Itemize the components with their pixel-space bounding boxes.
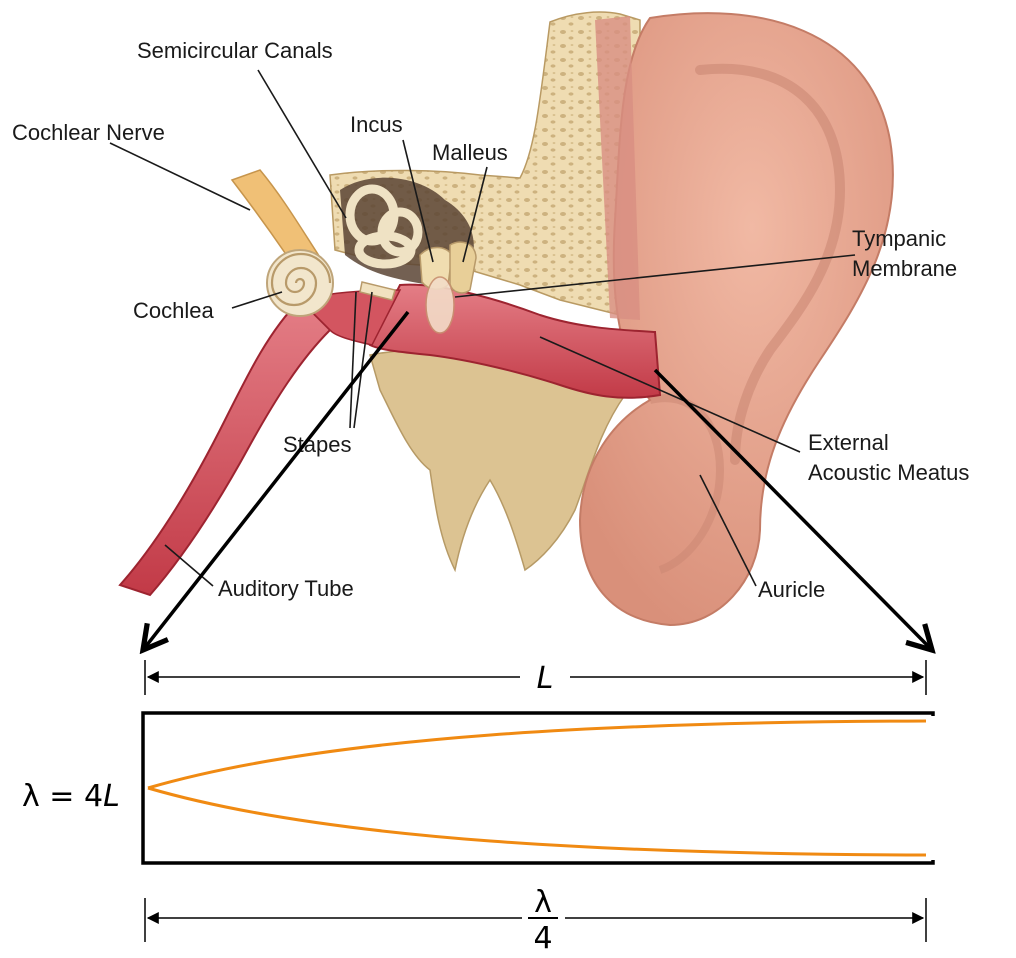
label-auditory-tube: Auditory Tube xyxy=(218,576,354,601)
temporal-bone xyxy=(330,12,640,320)
label-cochlea: Cochlea xyxy=(133,298,214,323)
label-stapes: Stapes xyxy=(283,432,352,457)
tympanic-membrane-shape xyxy=(426,277,454,333)
wavelength-eq-var: L xyxy=(103,779,120,814)
malleus-shape xyxy=(450,242,476,293)
length-dimension xyxy=(145,660,926,695)
label-cochlear-nerve: Cochlear Nerve xyxy=(12,120,165,145)
label-malleus: Malleus xyxy=(432,140,508,165)
label-membrane: Membrane xyxy=(852,256,957,281)
cochlea-shape xyxy=(267,250,333,316)
wavelength-equation: λ = 4L xyxy=(22,779,120,814)
label-tympanic: Tympanic xyxy=(852,226,946,251)
label-incus: Incus xyxy=(350,112,403,137)
label-external: External xyxy=(808,430,889,455)
wavelength-eq-prefix: λ = 4 xyxy=(22,779,103,814)
tube-open-end-mask xyxy=(924,716,938,860)
label-semicircular-canals: Semicircular Canals xyxy=(137,38,333,63)
closed-tube-model xyxy=(143,713,933,863)
quarter-numerator: λ xyxy=(534,885,552,920)
quarter-denominator: 4 xyxy=(533,921,552,953)
label-auricle: Auricle xyxy=(758,577,825,602)
label-acoustic-meatus: Acoustic Meatus xyxy=(808,460,969,485)
length-symbol: L xyxy=(537,661,554,696)
